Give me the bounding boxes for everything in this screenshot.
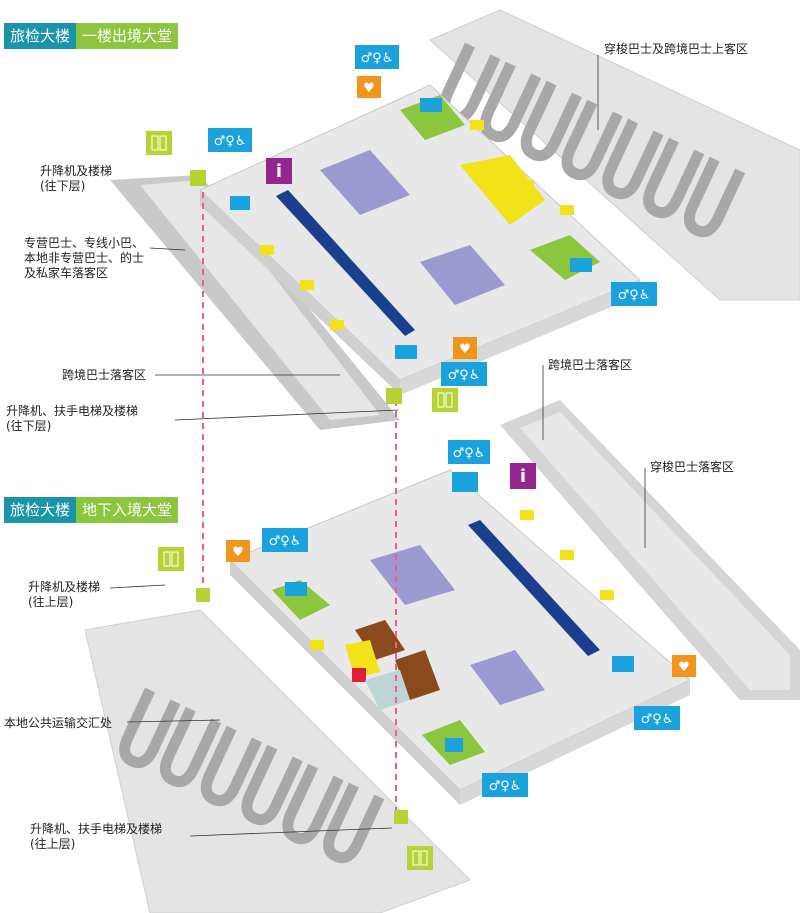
label-lift-escalator-up: 升降机、扶手电梯及楼梯 (往上层) — [30, 822, 163, 851]
svg-text:♂♀♿: ♂♀♿ — [448, 368, 481, 383]
lower-floor-slab — [229, 469, 691, 805]
upper-counter-row — [276, 190, 415, 336]
svg-text:♥: ♥ — [678, 660, 690, 675]
leader-lines — [109, 55, 646, 837]
svg-text:♂♀♿: ♂♀♿ — [453, 446, 486, 461]
toilet-icon: ♂♀♿ — [262, 528, 308, 552]
lift-icon — [146, 131, 172, 155]
info-icon: i — [510, 463, 536, 489]
toilet-icon: ♂♀♿ — [482, 773, 528, 797]
lower-hall-block-1 — [370, 545, 455, 605]
lower-bus-bay — [84, 609, 471, 913]
label-shuttle-dropoff-lower: 穿梭巴士落客区 — [650, 460, 735, 474]
lower-floor-title: 旅检大楼 地下入境大堂 — [4, 497, 179, 523]
svg-text:i: i — [520, 466, 526, 487]
svg-text:♂♀♿: ♂♀♿ — [489, 779, 522, 794]
upper-hall-name: 一楼出境大堂 — [76, 23, 179, 49]
baby-care-icon: ♥ — [357, 76, 381, 98]
toilet-icon: ♂♀♿ — [611, 282, 657, 306]
upper-floor-title: 旅检大楼 一楼出境大堂 — [4, 23, 179, 49]
toilet-icon: ♂♀♿ — [355, 45, 399, 69]
baby-care-icon: ♥ — [226, 540, 250, 562]
toilet-icon: ♂♀♿ — [634, 706, 680, 730]
lift-icon — [432, 388, 458, 412]
label-cross-border-dropoff-upper: 跨境巴士落客区 — [62, 368, 147, 382]
toilet-icon: ♂♀♿ — [208, 128, 252, 152]
upper-bus-bay — [429, 9, 800, 301]
svg-text:i: i — [276, 161, 282, 182]
label-lift-down-1: 升降机及楼梯 (往下层) — [40, 164, 113, 193]
upper-building-name: 旅检大楼 — [4, 23, 77, 49]
lower-building-name: 旅检大楼 — [4, 497, 77, 523]
upper-hall-block-2 — [420, 245, 505, 305]
toilet-icon: ♂♀♿ — [441, 362, 487, 386]
svg-text:♂♀♿: ♂♀♿ — [641, 712, 674, 727]
baby-care-icon: ♥ — [672, 655, 696, 677]
lower-right-road — [500, 400, 800, 700]
info-icon: i — [266, 158, 292, 184]
svg-text:♥: ♥ — [363, 81, 375, 96]
svg-text:♂♀♿: ♂♀♿ — [361, 51, 394, 66]
label-cross-border-dropoff-lower: 跨境巴士落客区 — [548, 358, 633, 372]
lift-icon — [158, 547, 184, 571]
svg-text:♥: ♥ — [232, 545, 244, 560]
svg-text:♂♀♿: ♂♀♿ — [269, 534, 302, 549]
upper-floor-slab — [199, 84, 641, 395]
upper-left-road — [110, 175, 400, 430]
lift-markers — [190, 170, 408, 824]
icon-callouts: i i ♂♀♿ ♂♀♿ ♂♀♿ ♂♀♿ ♂♀♿ ♂♀♿ ♂♀♿ ♂♀♿ ♥ ♥ … — [146, 45, 696, 870]
svg-text:♂♀♿: ♂♀♿ — [618, 288, 651, 303]
baby-care-icon: ♥ — [453, 337, 477, 359]
lower-hall-name: 地下入境大堂 — [76, 497, 179, 523]
svg-text:♂♀♿: ♂♀♿ — [214, 134, 247, 149]
upper-hall-block-1 — [320, 150, 410, 215]
upper-yellow-shop — [460, 155, 545, 225]
label-shuttle-pickup-upper: 穿梭巴士及跨境巴士上客区 — [604, 42, 749, 56]
lower-counter-row — [468, 520, 600, 656]
label-lift-up-1: 升降机及楼梯 (往上层) — [28, 580, 101, 609]
toilet-icon: ♂♀♿ — [448, 440, 490, 464]
svg-text:♥: ♥ — [459, 342, 471, 357]
label-lift-escalator-down: 升降机、扶手电梯及楼梯 (往下层) — [6, 404, 139, 433]
lift-icon — [407, 846, 433, 870]
label-dropoff-private: 专营巴士、专线小巴、 本地非专营巴士、的士 及私家车落客区 — [24, 236, 145, 280]
label-public-transport-interchange: 本地公共运输交汇处 — [4, 716, 113, 730]
vertical-connectors — [202, 192, 397, 810]
lower-hall-block-2 — [470, 650, 545, 705]
